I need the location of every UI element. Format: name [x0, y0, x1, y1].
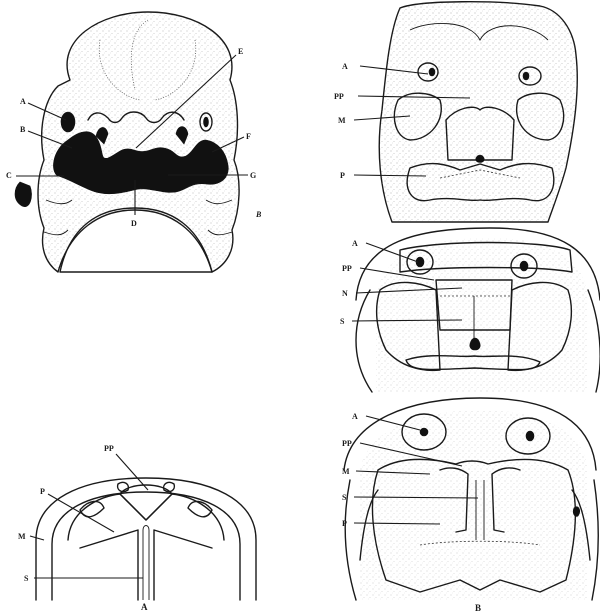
- label-A-top-left: A: [20, 97, 26, 106]
- panel-bottom-left-schematic: PP P M S A: [18, 444, 256, 612]
- label-PP-bottom-left: PP: [104, 444, 114, 453]
- label-A-bottom-right: A: [352, 412, 358, 421]
- label-S-bottom-right: S: [342, 493, 347, 502]
- label-N-mid-right: N: [342, 289, 348, 298]
- label-F-top-left: F: [246, 132, 251, 141]
- label-M-top-right: M: [338, 116, 346, 125]
- label-A-top-right: A: [342, 62, 348, 71]
- label-PP-mid-right: PP: [342, 264, 352, 273]
- label-D-top-left: D: [131, 219, 137, 228]
- panel-top-left-face: A B C D E F G B: [6, 12, 262, 272]
- label-M-bottom-right: M: [342, 467, 350, 476]
- label-M-bottom-left: M: [18, 532, 26, 541]
- label-B-top-left: B: [20, 125, 26, 134]
- label-P-bottom-left: P: [40, 487, 45, 496]
- panel-bottom-right-face: A PP M S P B: [342, 398, 598, 613]
- label-E-top-left: E: [238, 47, 243, 56]
- label-S-bottom-left: S: [24, 574, 29, 583]
- label-PP-top-right: PP: [334, 92, 344, 101]
- label-P-bottom-right: P: [342, 519, 347, 528]
- caption-A: A: [141, 602, 148, 612]
- label-G-top-left: G: [250, 171, 256, 180]
- label-C-top-left: C: [6, 171, 12, 180]
- panel-mid-right-face: A PP N S: [340, 228, 600, 392]
- panel-top-right-face: A PP M P: [334, 2, 577, 222]
- label-A-mid-right: A: [352, 239, 358, 248]
- corner-mark-top-left: B: [255, 210, 262, 219]
- label-P-top-right: P: [340, 171, 345, 180]
- label-PP-bottom-right: PP: [342, 439, 352, 448]
- label-S-mid-right: S: [340, 317, 345, 326]
- caption-B: B: [475, 603, 481, 613]
